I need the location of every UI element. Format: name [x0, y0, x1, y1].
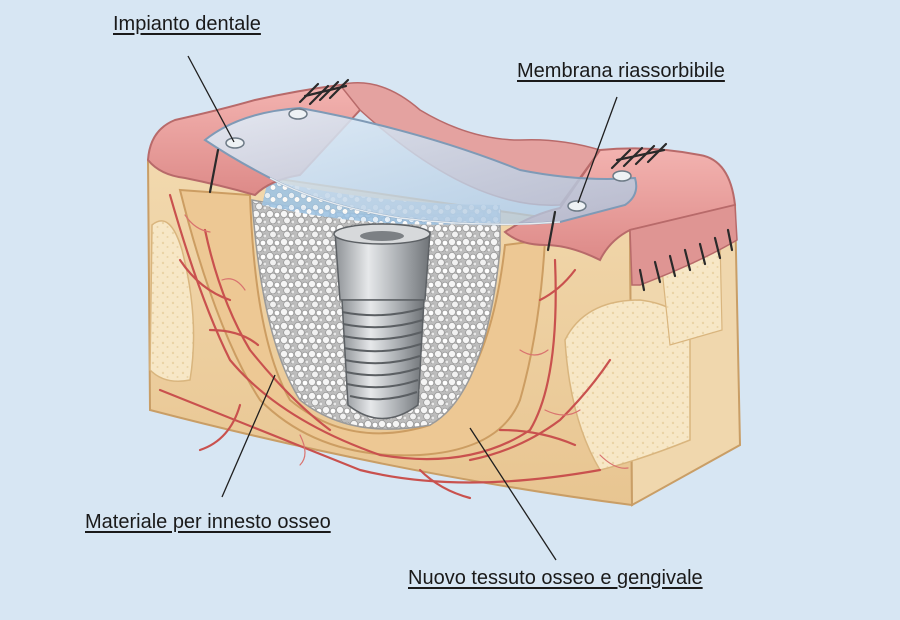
label-dental-implant: Impianto dentale	[113, 13, 261, 35]
leader-new-tissue	[469, 427, 557, 561]
leader-lines	[187, 55, 618, 561]
leader-graft	[221, 374, 276, 498]
resorbable-membrane	[203, 106, 638, 226]
new-bone-tissue	[178, 188, 547, 457]
dental-implant	[333, 223, 431, 420]
blood-vessel-branches	[184, 214, 629, 469]
label-new-bone-gum-tissue: Nuovo tessuto osseo e gengivale	[408, 567, 703, 589]
blood-vessels	[158, 193, 612, 500]
label-bone-graft-material: Materiale per innesto osseo	[85, 511, 331, 533]
implant-threads	[341, 307, 425, 401]
sutures	[208, 78, 734, 292]
membrane-pins	[225, 108, 632, 212]
leader-membrane	[577, 96, 618, 204]
leader-implant	[187, 55, 235, 143]
label-resorbable-membrane: Membrana riassorbibile	[517, 60, 725, 82]
